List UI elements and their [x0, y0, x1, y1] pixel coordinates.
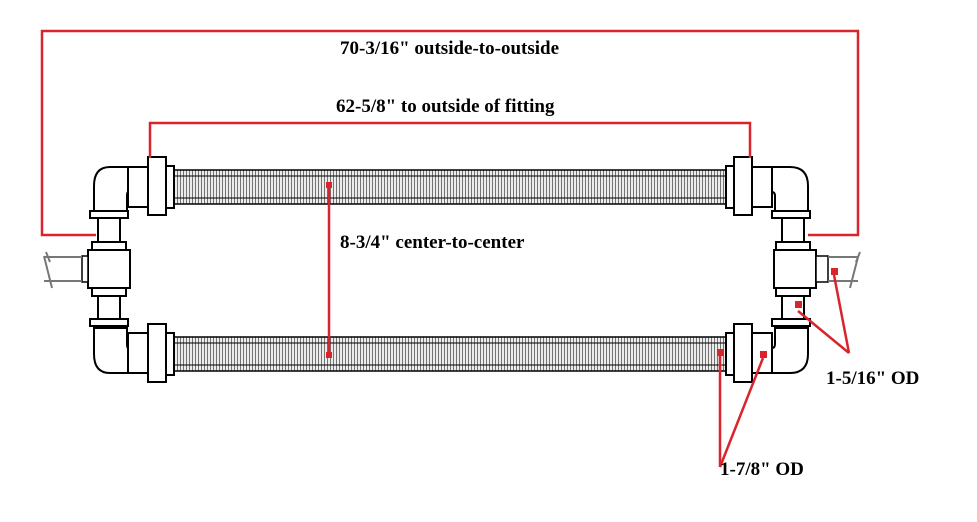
lower-left-flange: [127, 323, 175, 383]
label-to-outside-of-fitting: 62-5/8" to outside of fitting: [336, 96, 555, 117]
left-wall-bracket: [43, 251, 82, 289]
right-tee-side-port: [815, 255, 829, 283]
upper-left-flange: [127, 156, 175, 216]
label-small-od: 1-5/16" OD: [826, 368, 920, 389]
label-center-to-center: 8-3/4" center-to-center: [340, 232, 525, 253]
lower-right-elbow: [771, 318, 811, 374]
left-tee-side-port: [81, 255, 89, 283]
lower-finned-tube: [172, 336, 728, 372]
right-wall-bracket: [828, 251, 861, 289]
dimension-points: [326, 182, 838, 358]
lower-left-elbow: [89, 318, 129, 374]
leader-large-od: [718, 356, 765, 468]
label-large-od: 1-7/8" OD: [720, 459, 804, 480]
dimension-outside-to-outside: [40, 29, 860, 237]
leader-small-od: [797, 274, 851, 354]
label-outside-to-outside: 70-3/16" outside-to-outside: [340, 38, 560, 59]
dimension-fitting-to-fitting: [148, 121, 752, 158]
upper-right-flange: [725, 156, 773, 216]
upper-right-elbow: [771, 166, 811, 219]
right-tee-assembly: [773, 217, 817, 320]
left-tee-assembly: [87, 217, 131, 320]
upper-finned-tube: [172, 169, 728, 205]
upper-left-elbow: [89, 166, 129, 219]
